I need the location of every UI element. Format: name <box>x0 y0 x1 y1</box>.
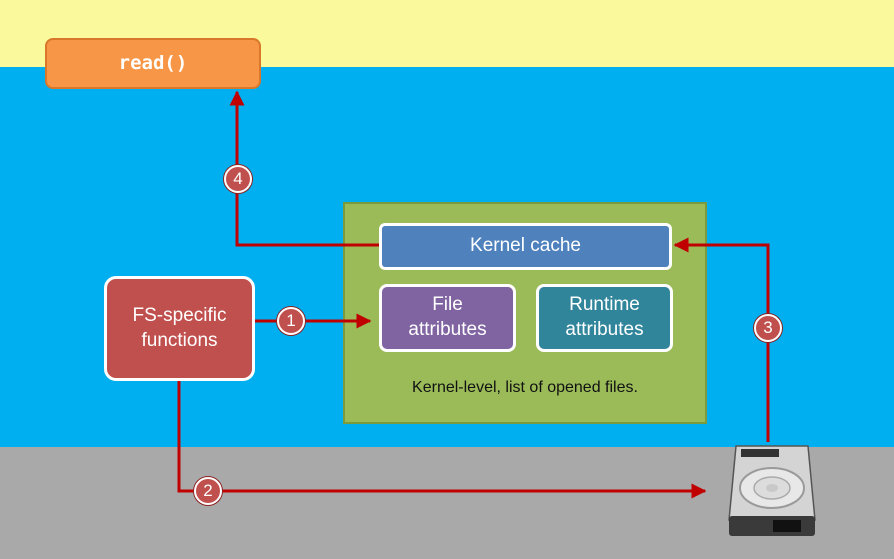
runtime-attributes-box: Runtime attributes <box>536 284 673 352</box>
arrow-3 <box>673 237 770 442</box>
kernel-cache-box: Kernel cache <box>379 223 672 270</box>
fs-functions-label: FS-specific functions <box>132 304 227 351</box>
step-3-badge: 3 <box>754 314 782 342</box>
file-attributes-label: File attributes <box>408 294 487 340</box>
arrow-4 <box>229 90 379 247</box>
arrow-2 <box>177 381 707 499</box>
step-4-badge: 4 <box>224 165 252 193</box>
fs-functions-box: FS-specific functions <box>104 276 255 381</box>
file-attributes-box: File attributes <box>379 284 516 352</box>
step-1-badge: 1 <box>277 307 305 335</box>
read-call-box: read() <box>45 38 261 89</box>
hard-disk-icon <box>728 445 816 536</box>
runtime-attributes-label: Runtime attributes <box>565 294 644 340</box>
step-2-badge: 2 <box>194 477 222 505</box>
kernel-panel-caption: Kernel-level, list of opened files. <box>412 379 638 396</box>
